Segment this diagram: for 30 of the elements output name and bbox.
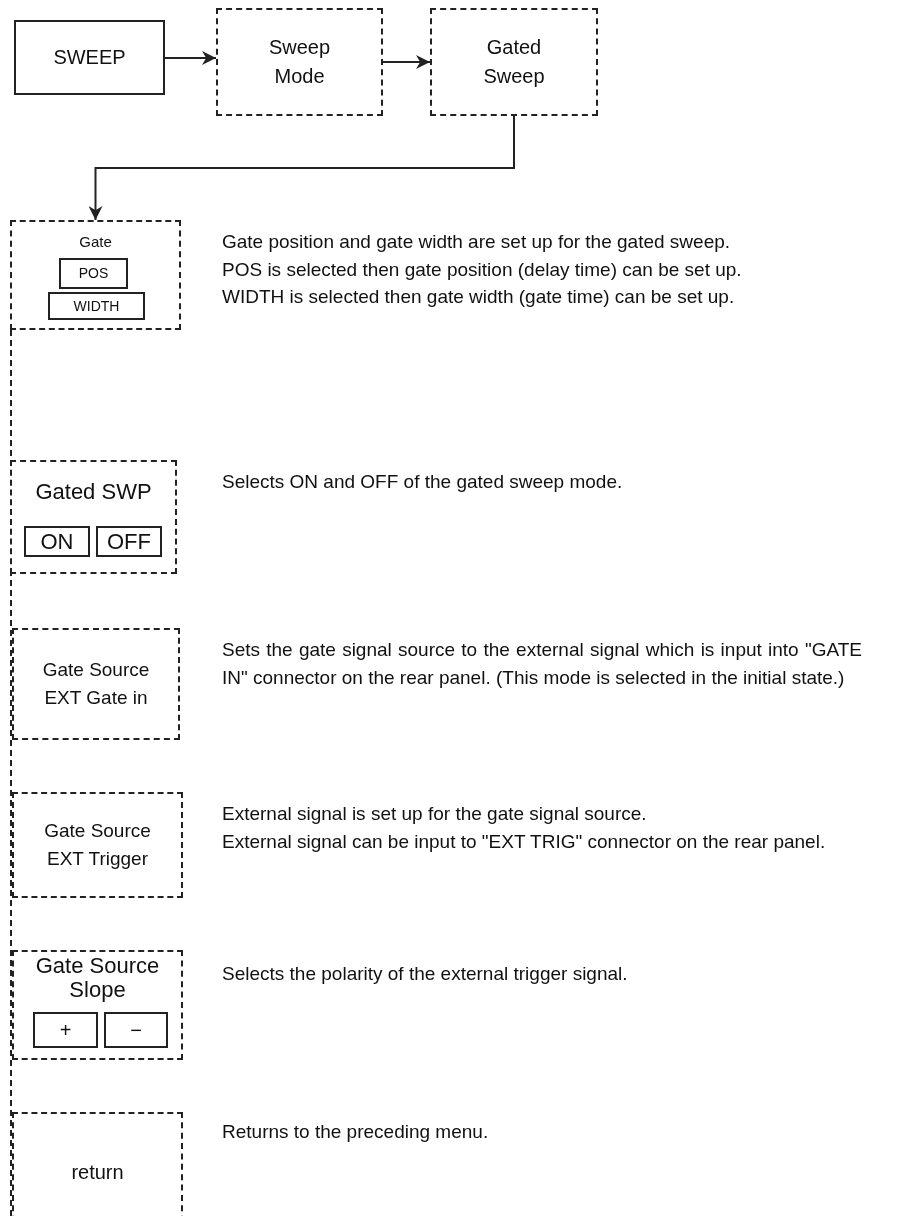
menu-key-box: return xyxy=(12,1112,183,1216)
option-box: OFF xyxy=(96,526,162,557)
menu-heading: Gate Source Slope xyxy=(34,954,161,1003)
description-text: Gate position and gate width are set up for the gated sweep. xyxy=(222,230,732,254)
menu-key-box: Gate Source EXT Gate in xyxy=(12,628,180,740)
description-text: Returns to the preceding menu. xyxy=(222,1120,490,1144)
menu-box: Gated Sweep xyxy=(430,8,598,116)
menu-heading: Gated SWP xyxy=(34,480,153,505)
description-text: Sets the gate signal source to the external signal which is input into "GATE IN" connector on the rear panel. (This mode is selected in the initial state.) xyxy=(222,638,862,690)
description-text: External signal is set up for the gate signal source. xyxy=(222,802,648,826)
menu-key-box xyxy=(10,220,181,330)
menu-box: SWEEP xyxy=(14,20,165,95)
description-text: Selects ON and OFF of the gated sweep mode. xyxy=(222,470,624,494)
description-text: Selects the polarity of the external trigger signal. xyxy=(222,962,629,986)
option-box: + xyxy=(33,1012,98,1048)
option-box: WIDTH xyxy=(48,292,145,320)
menu-key-box: Gate Source EXT Trigger xyxy=(12,792,183,898)
menu-key-box xyxy=(10,460,177,574)
description-text: POS is selected then gate position (delay time) can be set up. xyxy=(222,257,743,282)
arrow xyxy=(382,55,431,69)
menu-heading: Gate xyxy=(78,234,113,251)
description-text: External signal can be input to "EXT TRIG" connector on the rear panel. xyxy=(222,829,827,854)
menu-box: Sweep Mode xyxy=(216,8,383,116)
description-text: WIDTH is selected then gate width (gate time) can be set up. xyxy=(222,285,736,310)
arrow xyxy=(164,51,217,65)
option-box: − xyxy=(104,1012,168,1048)
option-box: ON xyxy=(24,526,90,557)
arrow xyxy=(88,115,515,221)
menu-key-box xyxy=(12,950,183,1060)
option-box: POS xyxy=(59,258,128,289)
